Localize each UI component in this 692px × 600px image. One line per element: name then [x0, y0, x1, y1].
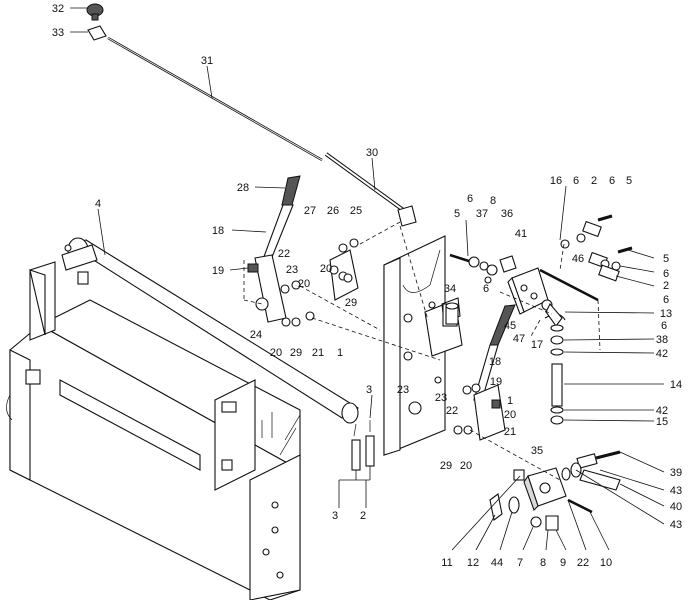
callout-c4: 4	[95, 198, 101, 210]
callout-c42b: 42	[656, 405, 668, 417]
callout-c32: 32	[52, 3, 64, 15]
callout-c29b: 29	[290, 347, 302, 359]
callout-c43a: 43	[670, 485, 682, 497]
callout-c12: 12	[467, 557, 479, 569]
callout-c7: 7	[517, 557, 523, 569]
callout-c47: 47	[513, 333, 525, 345]
callout-c26: 26	[327, 205, 339, 217]
callout-c43b: 43	[670, 519, 682, 531]
callout-c19a: 19	[212, 265, 224, 277]
callout-c14: 14	[670, 379, 682, 391]
callout-c24: 24	[250, 329, 262, 341]
callout-c27: 27	[304, 205, 316, 217]
callout-c6c: 6	[573, 175, 579, 187]
callout-c13: 13	[660, 308, 672, 320]
callout-c38: 38	[656, 334, 668, 346]
callout-c16: 16	[550, 175, 562, 187]
hose-fittings	[351, 420, 375, 471]
callout-c30: 30	[366, 147, 378, 159]
callout-c6g: 6	[661, 320, 667, 332]
callout-c23b: 23	[397, 384, 409, 396]
base-frame	[6, 261, 301, 600]
callout-c6f: 6	[663, 294, 669, 306]
callout-c34: 34	[444, 283, 456, 295]
right-fittings	[560, 214, 633, 282]
callout-c20d: 20	[504, 409, 516, 421]
callout-c5c: 5	[663, 253, 669, 265]
callout-c37: 37	[476, 208, 488, 220]
callout-c2a: 2	[591, 175, 597, 187]
callout-c18a: 18	[212, 225, 224, 237]
callout-c39: 39	[670, 467, 682, 479]
callout-c22a: 22	[278, 248, 290, 260]
callout-c40: 40	[670, 501, 682, 513]
callout-c19b: 19	[490, 376, 502, 388]
callout-c20a: 20	[320, 263, 332, 275]
leader-lines	[70, 7, 665, 551]
callout-c2c: 2	[360, 510, 366, 522]
callout-c33: 33	[52, 27, 64, 39]
callout-c20b: 20	[298, 278, 310, 290]
callout-c9: 9	[560, 557, 566, 569]
callout-c6e: 6	[663, 268, 669, 280]
callout-c35: 35	[531, 445, 543, 457]
callout-c10: 10	[600, 557, 612, 569]
callout-c5a: 5	[454, 208, 460, 220]
callout-c1a: 1	[337, 347, 343, 359]
callout-c17: 17	[531, 339, 543, 351]
callout-c31: 31	[201, 55, 213, 67]
control-rod	[86, 3, 417, 227]
callout-c1b: 1	[507, 395, 513, 407]
callout-c2b: 2	[663, 280, 669, 292]
callout-c45: 45	[504, 320, 516, 332]
callout-c42a: 42	[656, 348, 668, 360]
lower-block	[489, 450, 621, 531]
callout-c11: 11	[441, 557, 452, 569]
center-bracket-plate	[383, 235, 463, 456]
callout-c15: 15	[656, 416, 668, 428]
callout-c21b: 21	[504, 426, 516, 438]
callout-c22b: 22	[446, 405, 458, 417]
callout-c23a: 23	[286, 264, 298, 276]
right-lever-assembly	[453, 304, 516, 441]
callout-c18b: 18	[489, 356, 501, 368]
callout-c8b: 8	[540, 557, 546, 569]
callout-c28: 28	[237, 182, 249, 194]
callout-c3a: 3	[366, 384, 372, 396]
callout-c6a: 6	[467, 193, 473, 205]
callout-c44: 44	[491, 557, 503, 569]
callout-c6b: 6	[483, 283, 489, 295]
callout-c20e: 20	[460, 460, 472, 472]
left-lever-assembly	[247, 175, 359, 327]
valve-block	[445, 253, 599, 325]
callout-c3b: 3	[332, 510, 338, 522]
callout-c25: 25	[350, 205, 362, 217]
callout-c41: 41	[515, 228, 527, 240]
callout-c21a: 21	[312, 347, 324, 359]
callout-c22c: 22	[577, 557, 589, 569]
callout-c8: 8	[490, 195, 496, 207]
callout-c46: 46	[572, 253, 584, 265]
callout-c23c: 23	[435, 392, 447, 404]
right-pipe-column	[545, 303, 564, 425]
callout-c29c: 29	[440, 460, 452, 472]
callout-c29a: 29	[345, 297, 357, 309]
callout-c6d: 6	[609, 175, 615, 187]
callout-c36: 36	[501, 208, 513, 220]
hydraulic-cylinder	[61, 237, 360, 424]
callout-c5b: 5	[626, 175, 632, 187]
callout-c20c: 20	[270, 347, 282, 359]
